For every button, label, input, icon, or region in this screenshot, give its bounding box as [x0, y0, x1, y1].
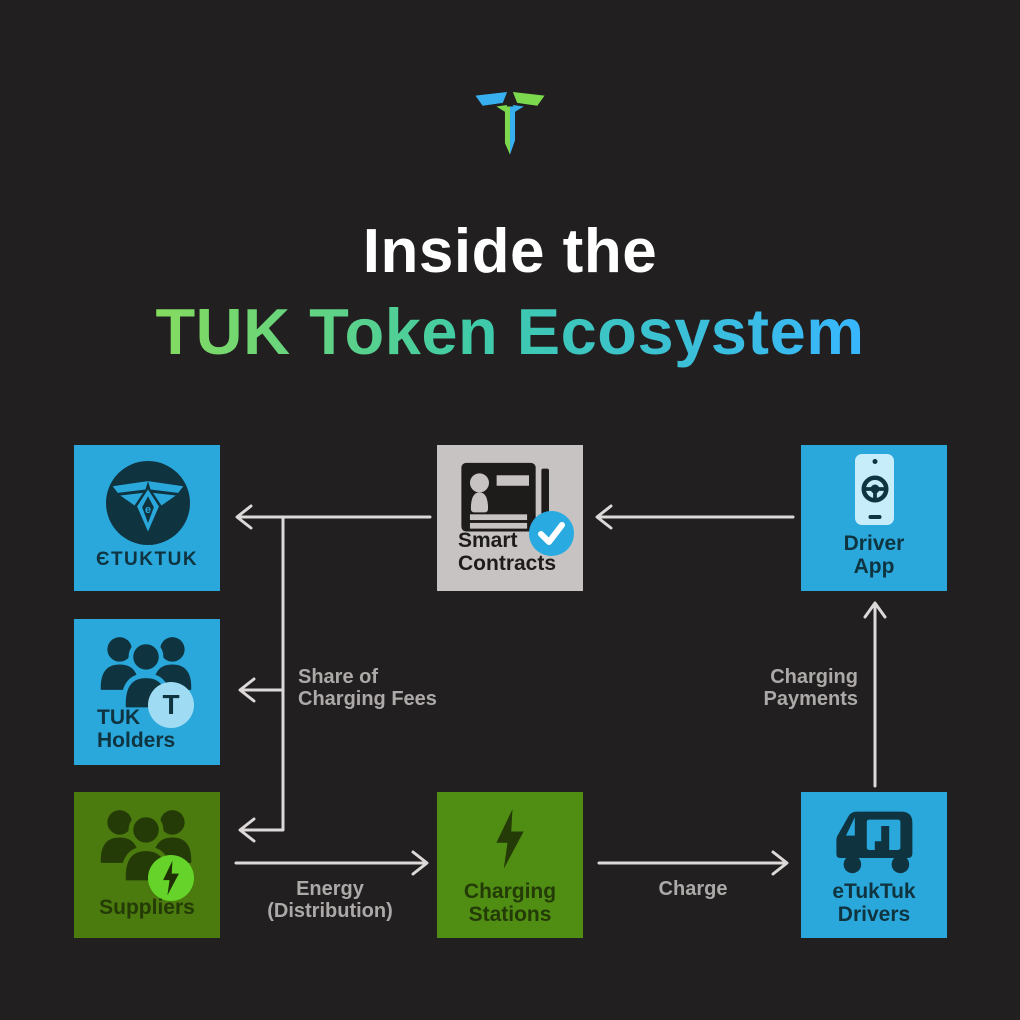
checkmark-icon: [529, 511, 574, 556]
edge-label-charge: Charge: [658, 878, 728, 900]
tuk-token-badge: T: [148, 682, 194, 728]
page-title: Inside the TUK Token Ecosystem: [0, 212, 1020, 372]
tuktuk-vehicle-icon: [830, 809, 918, 880]
phone-camera-dot-icon: [872, 459, 877, 464]
title-line1: Inside the: [362, 217, 658, 286]
steering-wheel-icon: [860, 474, 890, 509]
contract-document-icon: [459, 461, 559, 546]
lightning-bolt-icon: [491, 808, 529, 875]
arrow-branch-to-suppliers: [241, 516, 285, 832]
title-line2: TUK Token Ecosystem: [155, 292, 864, 372]
node-etuktuk-label: ЄTUKTUK: [95, 549, 199, 570]
node-etuktuk: e ЄTUKTUK: [74, 445, 220, 591]
phone-icon: [855, 454, 894, 525]
energy-badge: [148, 855, 194, 901]
etuktuk-emblem-icon: e: [106, 461, 190, 545]
node-suppliers-label: Suppliers: [99, 896, 195, 919]
lightning-bolt-icon: [163, 860, 179, 896]
edge-label-energy-distribution: Energy(Distribution): [267, 878, 393, 922]
svg-text:e: e: [145, 504, 151, 516]
phone-home-bar-icon: [868, 515, 881, 519]
etuktuk-t-logo-icon: [474, 88, 546, 158]
node-suppliers: Suppliers: [74, 792, 220, 938]
badge-t-letter: T: [162, 689, 180, 720]
